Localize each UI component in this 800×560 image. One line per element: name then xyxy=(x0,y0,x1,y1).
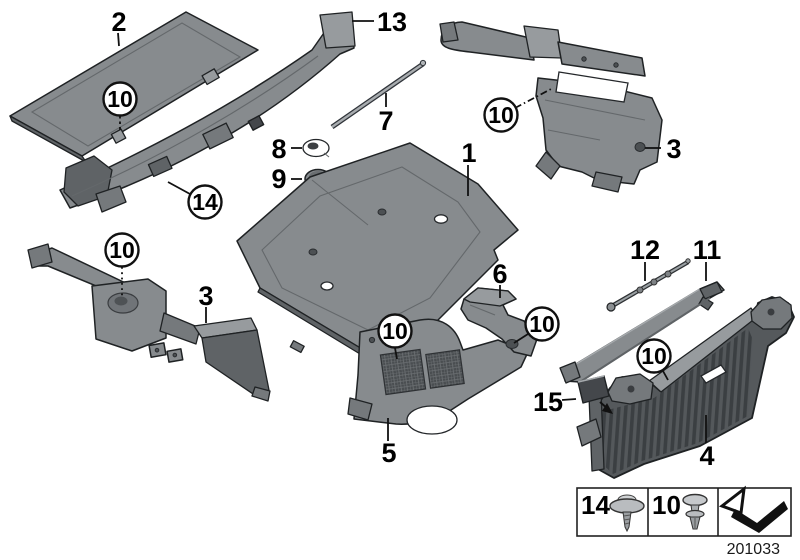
svg-text:14: 14 xyxy=(192,189,218,215)
callout-13[interactable]: 13 xyxy=(377,7,407,37)
leader-10-bracket6 xyxy=(513,333,529,344)
part-7-rod xyxy=(330,59,427,130)
screw-rivet-icon xyxy=(609,494,645,533)
fastener-callout-14[interactable]: 14 xyxy=(187,184,223,220)
svg-text:10: 10 xyxy=(107,86,133,112)
svg-text:10: 10 xyxy=(641,343,667,369)
direction-arrow-icon xyxy=(718,485,788,533)
callout-3-right[interactable]: 3 xyxy=(666,134,681,164)
fastener-callout-10-left[interactable]: 10 xyxy=(104,232,140,268)
callout-12[interactable]: 12 xyxy=(630,235,660,265)
leader-10-panel4 xyxy=(662,370,669,381)
callout-4[interactable]: 4 xyxy=(699,441,714,471)
callout-labels: 2 13 7 8 9 1 3 3 12 11 6 5 15 4 xyxy=(111,7,721,471)
clip-location-10 xyxy=(110,128,127,144)
callout-3-left[interactable]: 3 xyxy=(198,281,213,311)
callout-8[interactable]: 8 xyxy=(271,134,286,164)
part-2-parcel-shelf-panel xyxy=(9,11,259,163)
part-15-pad xyxy=(577,375,613,414)
leader-10-top-right xyxy=(514,87,554,109)
legend-label-14: 14 xyxy=(581,490,610,520)
fastener-callout-10-panel4[interactable]: 10 xyxy=(636,338,672,374)
svg-text:10: 10 xyxy=(529,311,555,337)
part-13-mounting-rail xyxy=(59,11,356,213)
part-4-rear-trim-panel xyxy=(576,296,795,479)
legend-cell-arrow xyxy=(718,485,788,533)
drawing-number: 201033 xyxy=(727,541,780,558)
legend-cell-screw-rivet: 14 xyxy=(581,490,645,533)
expansion-rivet-icon xyxy=(682,493,708,530)
svg-text:10: 10 xyxy=(382,318,408,344)
callout-2[interactable]: 2 xyxy=(111,7,126,37)
leader-14-circle xyxy=(167,181,191,195)
part-12-ribbed-rod xyxy=(606,258,691,312)
fastener-callout-10-top-left[interactable]: 10 xyxy=(102,81,138,117)
leader-lines xyxy=(117,20,707,443)
callout-11[interactable]: 11 xyxy=(693,235,722,265)
callout-5[interactable]: 5 xyxy=(381,438,396,468)
leader-15 xyxy=(561,398,577,401)
legend: 14 10 xyxy=(576,485,792,537)
part-11-sill-strip xyxy=(559,281,725,384)
callout-7[interactable]: 7 xyxy=(378,106,393,136)
callout-1[interactable]: 1 xyxy=(461,138,476,168)
callout-9[interactable]: 9 xyxy=(271,164,286,194)
part-1-floor-panel xyxy=(236,142,519,358)
fastener-callout-10-bracket6[interactable]: 10 xyxy=(524,306,560,342)
fastener-callout-10-top-right[interactable]: 10 xyxy=(483,97,519,133)
legend-cell-expansion-rivet: 10 xyxy=(652,490,708,530)
legend-label-10: 10 xyxy=(652,490,681,520)
svg-text:10: 10 xyxy=(488,102,514,128)
leader-10-center xyxy=(394,347,398,360)
part-3-left-bracket xyxy=(27,243,271,402)
part-8-washer-grommet xyxy=(302,138,330,158)
part-3-right-bracket xyxy=(439,21,663,193)
svg-text:10: 10 xyxy=(109,237,135,263)
leader-2 xyxy=(117,32,120,47)
fastener-callout-10-center[interactable]: 10 xyxy=(377,313,413,349)
callout-15[interactable]: 15 xyxy=(533,387,563,417)
callout-6[interactable]: 6 xyxy=(492,259,507,289)
